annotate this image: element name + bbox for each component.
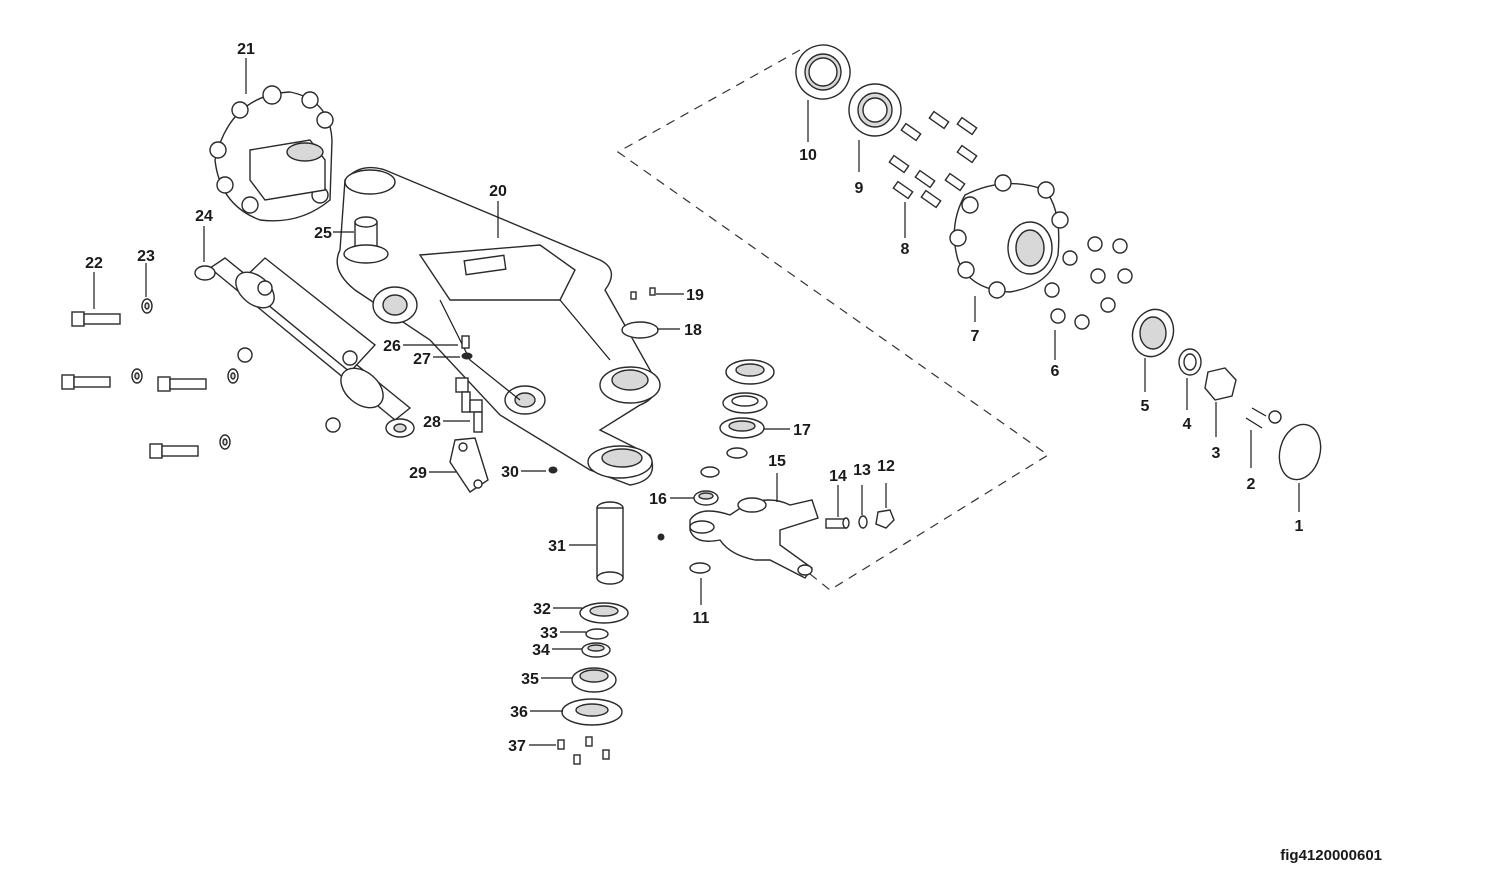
callout-25: 25 (314, 225, 332, 242)
part-6-wheel-nuts (1044, 236, 1133, 330)
part-21-pivot-housing (209, 85, 334, 222)
callout-26: 26 (383, 338, 401, 355)
part-26-27-fittings (461, 335, 473, 360)
part-16-bushing (693, 466, 720, 506)
callout-leader-lines (93, 58, 1300, 746)
callout-13: 13 (853, 462, 871, 479)
callout-34: 34 (532, 642, 550, 659)
part-25-pivot-pin (343, 216, 389, 264)
callout-32: 32 (533, 601, 551, 618)
callout-24: 24 (195, 208, 213, 225)
callout-19: 19 (686, 287, 704, 304)
callout-30: 30 (501, 464, 519, 481)
part-1-hub-cap (1278, 423, 1322, 481)
callout-16: 16 (649, 491, 667, 508)
callout-5: 5 (1141, 398, 1150, 415)
figure-reference: fig4120000601 (1280, 847, 1382, 864)
part-22-bolts (61, 311, 207, 459)
part-8-wheel-studs (888, 110, 978, 209)
callout-12: 12 (877, 458, 895, 475)
callout-10: 10 (799, 147, 817, 164)
callout-7: 7 (971, 328, 980, 345)
part-9-bearing (848, 83, 902, 137)
part-14-pin (825, 517, 850, 529)
part-30-grease-nipple (548, 466, 558, 474)
part-10-seal (795, 44, 851, 100)
callout-labels: 1 2 3 4 5 6 7 8 9 10 11 12 13 14 15 16 1… (85, 41, 1303, 755)
part-11-ring (689, 562, 711, 574)
part-15-steering-knuckle (689, 497, 819, 579)
part-13-washer (858, 515, 868, 529)
callout-23: 23 (137, 248, 155, 265)
callout-20: 20 (489, 183, 507, 200)
part-31-kingpin (596, 501, 624, 585)
callout-17: 17 (793, 422, 811, 439)
part-23-washers (131, 298, 239, 450)
callout-37: 37 (508, 738, 526, 755)
part-19-screws (630, 287, 656, 300)
callout-31: 31 (548, 538, 566, 555)
callout-18: 18 (684, 322, 702, 339)
callout-27: 27 (413, 351, 431, 368)
callout-8: 8 (901, 241, 910, 258)
part-3-castle-nut (1204, 367, 1237, 401)
callout-36: 36 (510, 704, 528, 721)
callout-28: 28 (423, 414, 441, 431)
callout-1: 1 (1295, 518, 1304, 535)
part-29-plate (449, 437, 489, 493)
part-12-nut (875, 509, 895, 529)
part-32-37-kingpin-stack (557, 602, 629, 765)
part-20-axle-frame (336, 166, 661, 486)
callout-2: 2 (1247, 476, 1256, 493)
callout-11: 11 (693, 610, 710, 627)
callout-35: 35 (521, 671, 539, 688)
callout-21: 21 (237, 41, 255, 58)
callout-9: 9 (855, 180, 864, 197)
callout-6: 6 (1051, 363, 1060, 380)
callout-29: 29 (409, 465, 427, 482)
callout-22: 22 (85, 255, 103, 272)
callout-4: 4 (1183, 416, 1192, 433)
part-4-washer (1178, 348, 1202, 376)
part-11-grease-nipple (657, 533, 665, 541)
part-28-pin (455, 377, 483, 433)
part-7-wheel-hub (949, 174, 1069, 299)
callout-33: 33 (540, 625, 558, 642)
callout-14: 14 (829, 468, 847, 485)
part-5-bearing (1131, 308, 1175, 358)
assembly-dashed-outline (616, 49, 1050, 591)
part-24-steering-cylinder (194, 257, 415, 438)
part-18-cover-disc (621, 321, 659, 339)
callout-15: 15 (768, 453, 786, 470)
callout-3: 3 (1212, 445, 1221, 462)
part-17-bearing-set (719, 359, 775, 459)
part-2-cotter-pin (1245, 407, 1282, 429)
